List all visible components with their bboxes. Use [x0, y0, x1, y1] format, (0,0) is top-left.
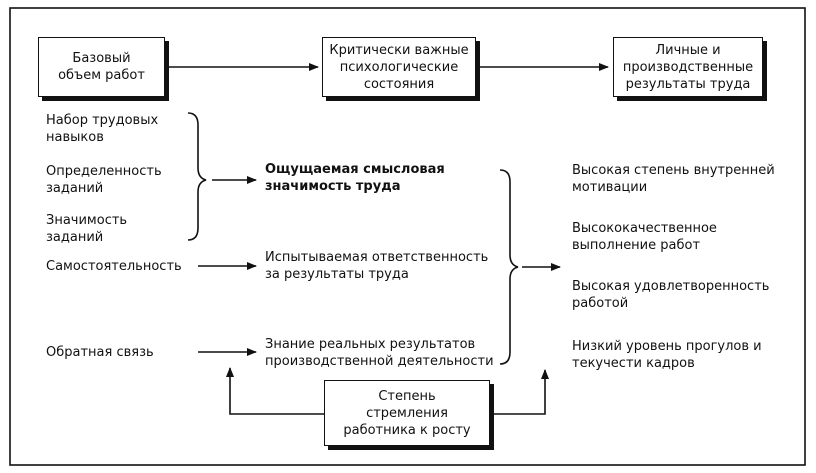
right-brace — [499, 169, 519, 365]
dimension-significance: Значимость заданий — [46, 213, 128, 245]
state-meaning: Ощущаемая смысловая значимость труда — [265, 162, 445, 194]
outcome-absenteeism: Низкий уровень прогулов и текучести кадр… — [572, 339, 762, 371]
left-brace — [187, 112, 207, 241]
dimension-autonomy: Самостоятельность — [46, 259, 182, 274]
outcome-satisfaction: Высокая удовлетворенность работой — [572, 279, 770, 311]
outcome-quality: Высококачественное выполнение работ — [572, 221, 717, 253]
state-responsibility: Испытываемая ответственность за результа… — [265, 250, 489, 282]
arrow-moderator-right — [490, 369, 549, 415]
outer-frame — [9, 7, 806, 466]
dimension-feedback: Обратная связь — [46, 345, 154, 360]
arrow-moderator-left — [226, 367, 324, 415]
box-basic-work: Базовый объем работ — [38, 37, 165, 97]
dimension-identity: Определенность заданий — [46, 164, 162, 196]
box-growth-need: Степень стремления работника к росту — [324, 380, 490, 446]
box-critical-states: Критически важные психологические состоя… — [322, 37, 476, 97]
state-knowledge: Знание реальных результатов производстве… — [265, 337, 494, 369]
outcome-motivation: Высокая степень внутренней мотивации — [572, 163, 775, 195]
box-results: Личные и производственные результаты тру… — [613, 37, 763, 97]
dimension-skills: Набор трудовых навыков — [46, 113, 159, 145]
